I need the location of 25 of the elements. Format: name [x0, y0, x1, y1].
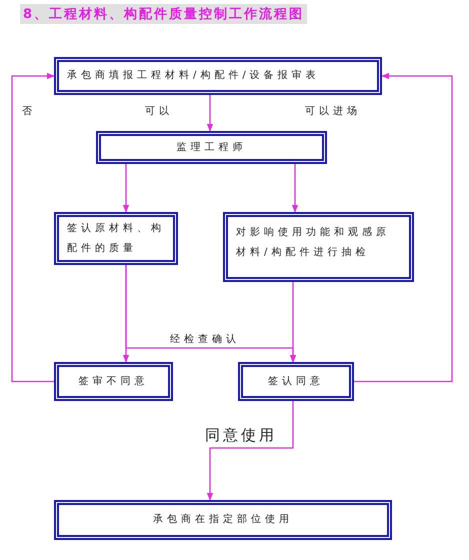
box-text: 签认原材料、构配件的质量 [67, 222, 165, 256]
box-text: 承包商在指定部位使用 [153, 512, 293, 527]
process-box [96, 131, 327, 164]
arrow [125, 265, 296, 363]
process-box [238, 362, 354, 401]
branch-label: 否 [22, 105, 36, 118]
process-box [223, 212, 414, 282]
box-text: 承包商填报工程材料/构配件/设备报审表 [67, 68, 320, 83]
process-box [54, 212, 178, 265]
arrow [11, 72, 55, 382]
box-text: 对影响使用功能和观感原材料/构配件进行抽检 [236, 226, 391, 260]
arrow [292, 164, 298, 213]
box-text: 签审不同意 [78, 374, 148, 388]
arrow [206, 401, 294, 501]
process-box [54, 57, 382, 95]
arrow [354, 72, 453, 382]
branch-label: 可以 [145, 104, 173, 118]
title: 8、工程材料、构配件质量控制工作流程图 [20, 4, 308, 24]
box-text: 签认同意 [268, 374, 324, 388]
arrow [206, 95, 214, 132]
branch-label: 可以进场 [305, 104, 361, 118]
process-box [54, 362, 173, 401]
box-text: 监理工程师 [176, 140, 246, 154]
process-box [54, 500, 392, 540]
arrow [122, 164, 130, 213]
